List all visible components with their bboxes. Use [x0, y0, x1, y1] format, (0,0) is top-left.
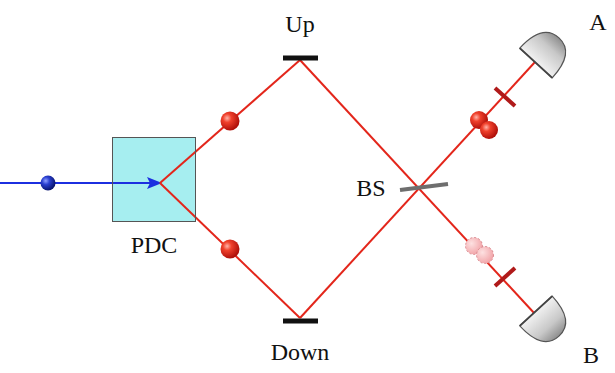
- photon-down: [221, 240, 240, 259]
- crystal-fill: [112, 137, 196, 222]
- splitter-label: BS: [356, 176, 385, 200]
- pump-arrowhead: [147, 177, 162, 189]
- crystal-label: PDC: [131, 233, 178, 257]
- detector-a: [520, 23, 575, 78]
- photon-up: [221, 112, 240, 131]
- crystal-box: PDC: [112, 137, 196, 222]
- detector-b: [520, 296, 575, 351]
- mirror-down: [283, 319, 318, 324]
- photon-paths: [160, 60, 535, 318]
- pump-photon: [41, 176, 56, 191]
- photon-pair-b-ghost: [477, 247, 494, 264]
- pump-beam: [0, 182, 150, 184]
- mirror-label: Down: [271, 340, 330, 364]
- filter-a: [495, 88, 515, 106]
- detector-label: A: [589, 10, 606, 34]
- mirror-up: [283, 56, 318, 61]
- detector-label: B: [583, 343, 599, 367]
- mirror-label: Up: [285, 12, 314, 36]
- beam-splitter: [400, 184, 448, 190]
- filter-b: [495, 268, 515, 286]
- photon-pair-a: [480, 121, 498, 139]
